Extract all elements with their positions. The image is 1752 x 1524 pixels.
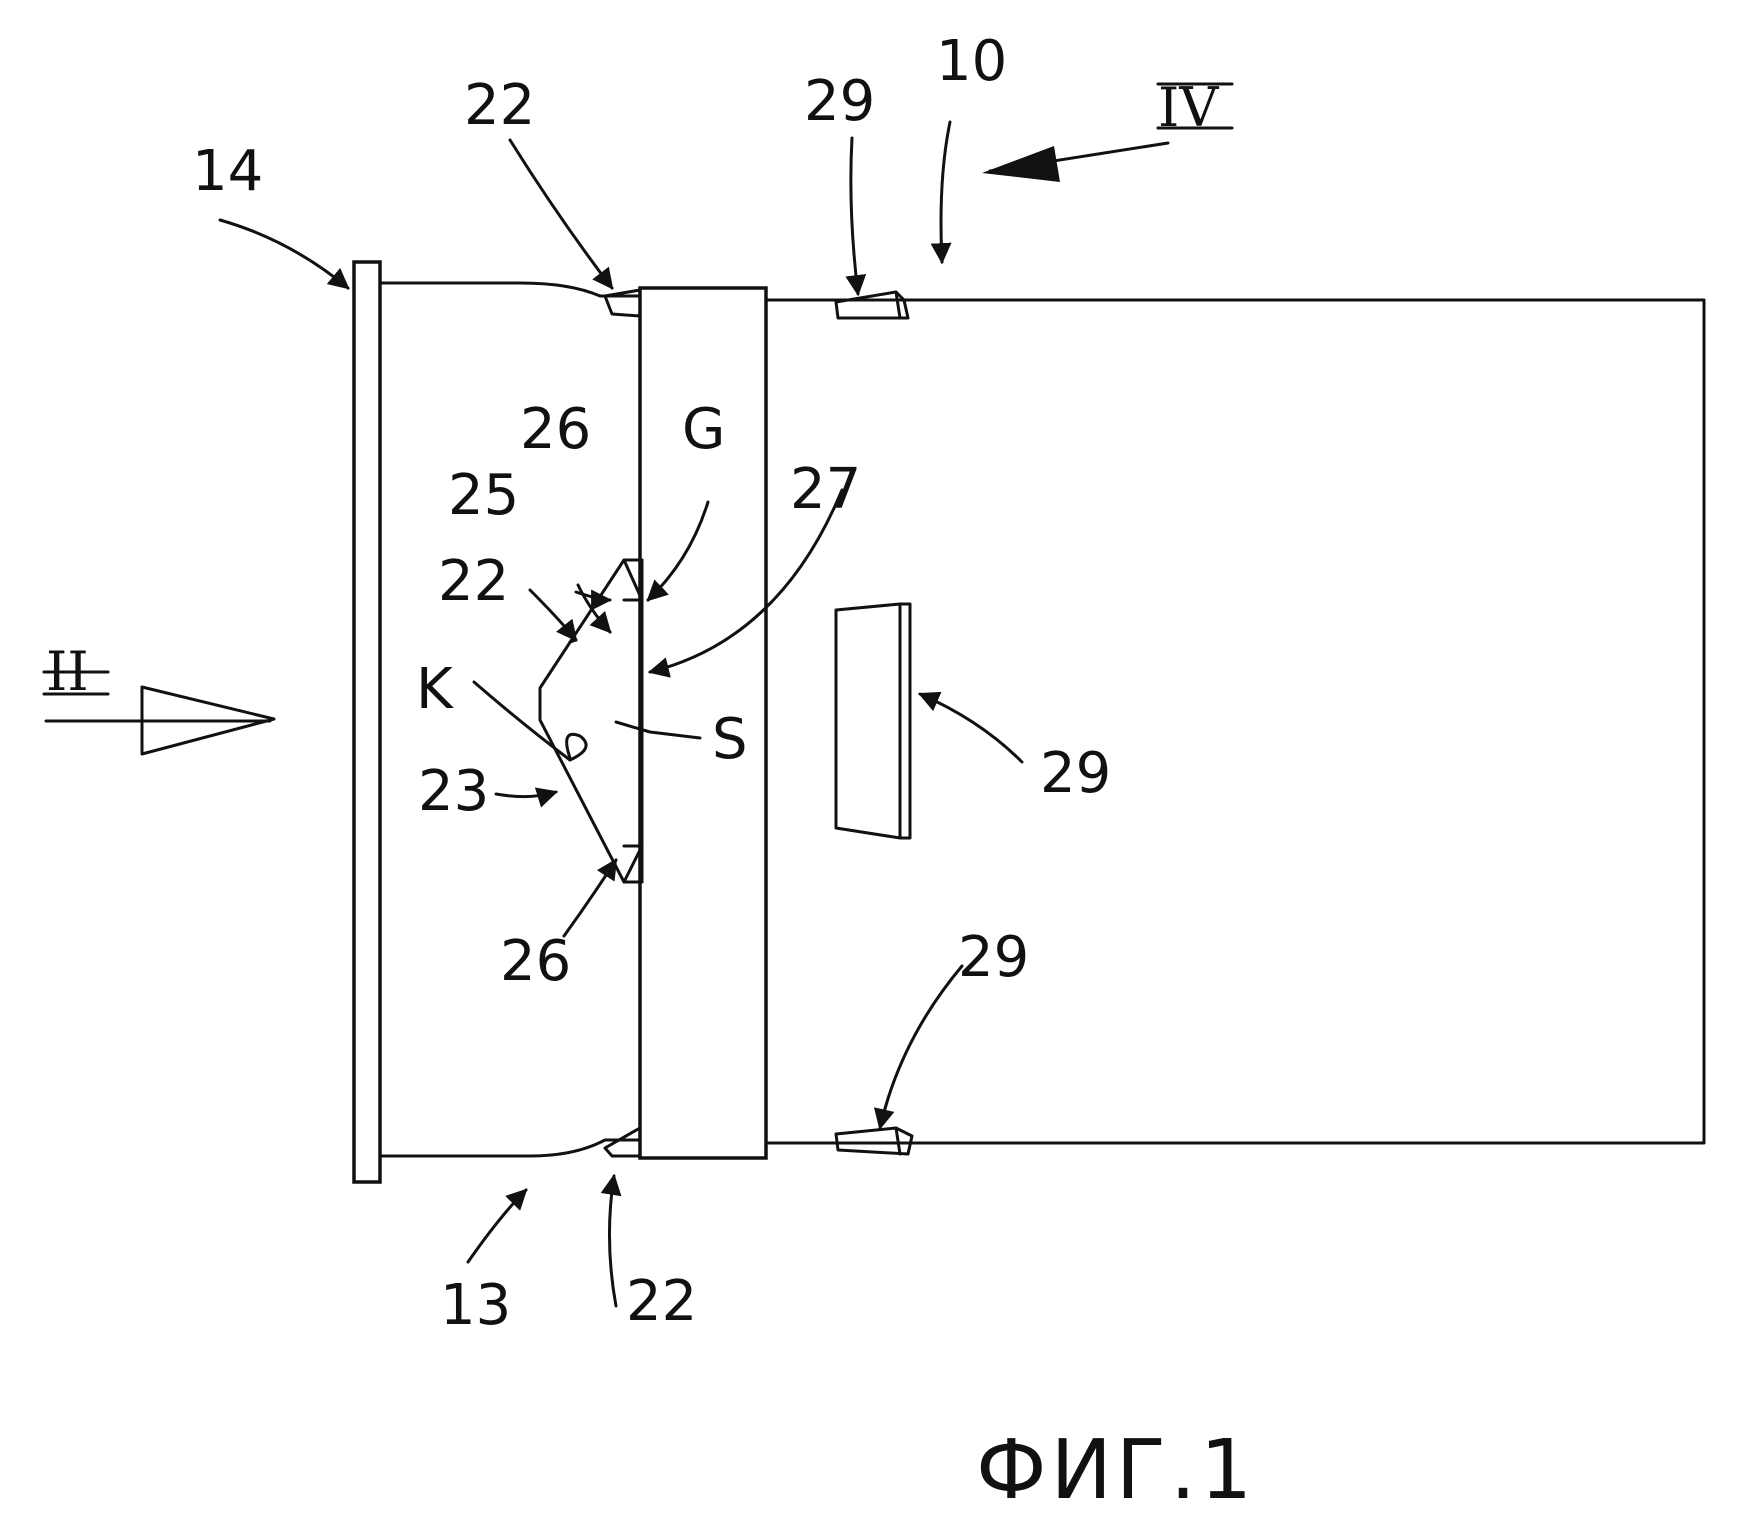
- view-ii-label: II: [46, 640, 89, 703]
- label-25: 25: [448, 463, 519, 528]
- latch-22-top: [605, 290, 640, 316]
- label-29-top: 29: [804, 69, 875, 134]
- label-22-bottom: 22: [626, 1269, 697, 1334]
- housing-13-top-edge: [380, 283, 640, 296]
- label-22-top: 22: [464, 73, 535, 138]
- label-10: 10: [936, 29, 1007, 94]
- view-iv-label: IV: [1158, 76, 1219, 139]
- label-26-bottom: 26: [500, 929, 571, 994]
- label-29-mid: 29: [1040, 741, 1111, 806]
- label-13: 13: [440, 1273, 511, 1338]
- label-27: 27: [790, 457, 861, 522]
- label-22-mid: 22: [438, 549, 509, 614]
- figure-caption: ФИГ.1: [976, 1423, 1256, 1518]
- main-body-10: [766, 300, 1704, 1143]
- label-s: S: [712, 707, 748, 772]
- label-29-bottom: 29: [958, 925, 1029, 990]
- flange: [354, 262, 380, 1182]
- housing-13-bottom-edge: [380, 1140, 640, 1156]
- label-g: G: [682, 397, 725, 462]
- latch-22-bottom: [605, 1128, 640, 1156]
- label-26-top: 26: [520, 397, 591, 462]
- label-14: 14: [192, 139, 263, 204]
- label-k: K: [416, 657, 454, 722]
- label-23: 23: [418, 759, 489, 824]
